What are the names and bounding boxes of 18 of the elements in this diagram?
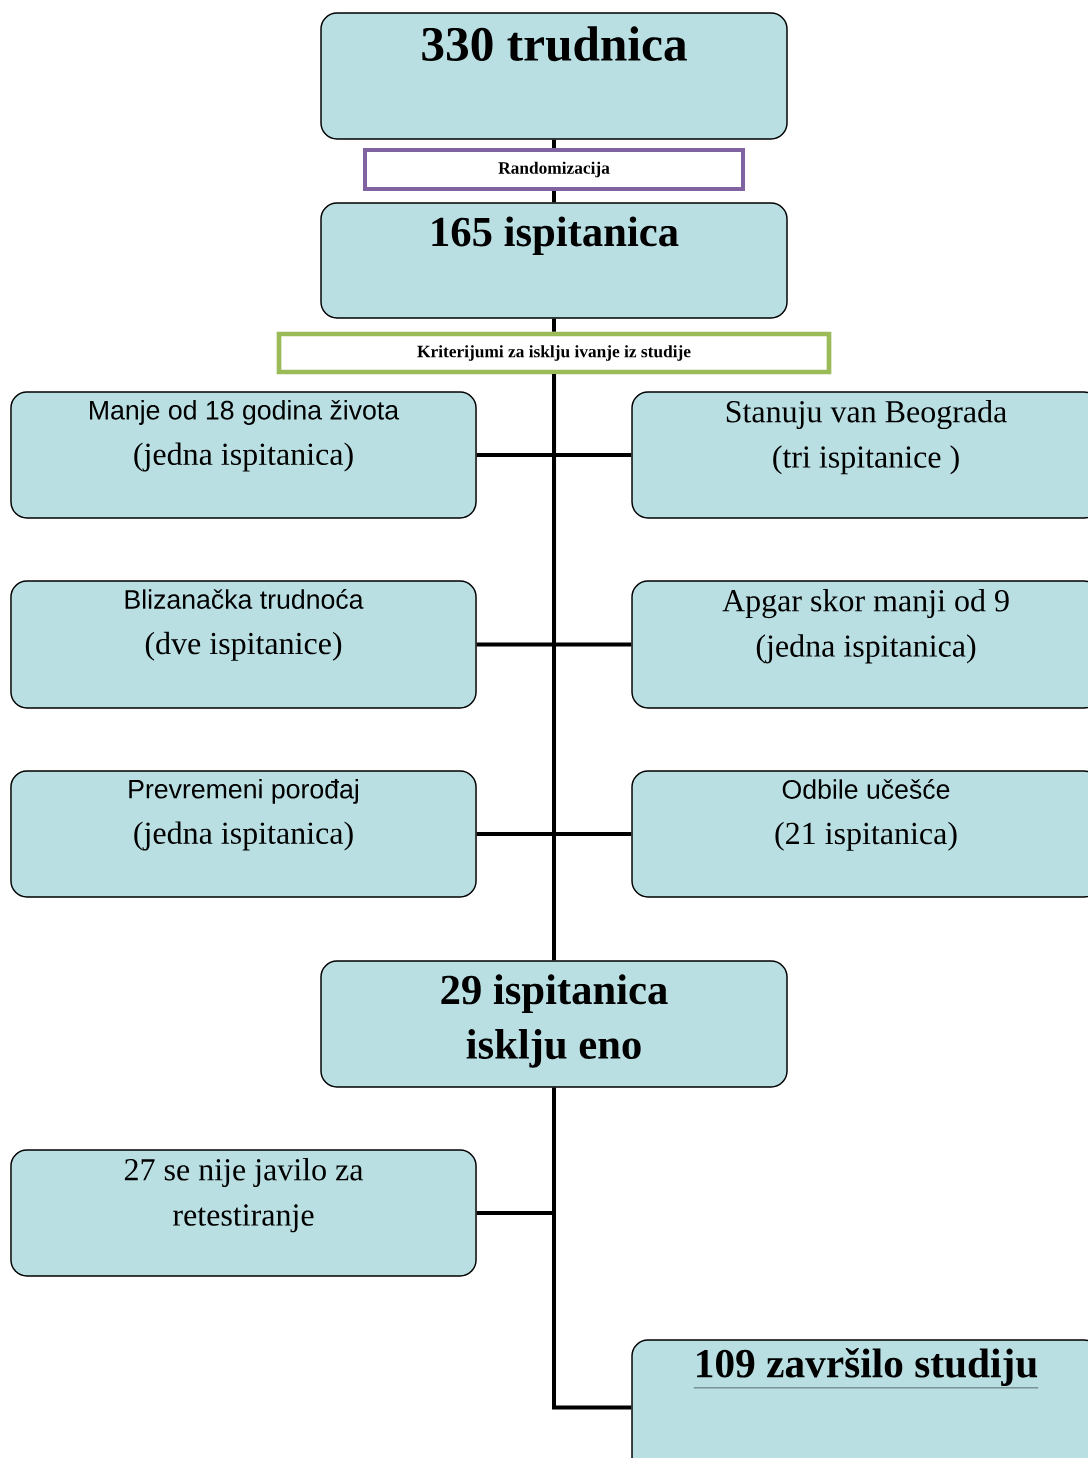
step-label-box: Randomizacija xyxy=(363,148,745,191)
exclusion-box: Stanuju van Beograda (tri ispitanice ) xyxy=(631,391,1088,519)
connector-line xyxy=(552,1087,632,1410)
exclusion-box: Prevremeni porođaj (jedna ispitanica) xyxy=(10,770,477,898)
connector-line xyxy=(552,318,556,332)
process-box: 330 trudnica xyxy=(320,12,788,140)
exclusion-box: Manje od 18 godina života (jedna ispitanica) xyxy=(10,391,477,519)
connector-line xyxy=(552,139,556,149)
exclusion-box: 27 se nije javilo za retestiranje xyxy=(10,1149,477,1277)
exclusion-box: Odbile učešće (21 ispitanica) xyxy=(631,770,1088,898)
criteria-label-box: Kriterijumi za isklju ivanje iz studije xyxy=(276,331,832,375)
process-box: 165 ispitanica xyxy=(320,202,788,319)
exclusion-box: Blizanačka trudnoća (dve ispitanice) xyxy=(10,580,477,709)
connector-line xyxy=(552,374,556,961)
process-box: 29 ispitanica isklju eno xyxy=(320,960,788,1088)
exclusion-box: Apgar skor manji od 9 (jedna ispitanica) xyxy=(631,580,1088,709)
connector-line xyxy=(552,190,556,203)
result-box: 109 završilo studiju xyxy=(631,1339,1088,1458)
